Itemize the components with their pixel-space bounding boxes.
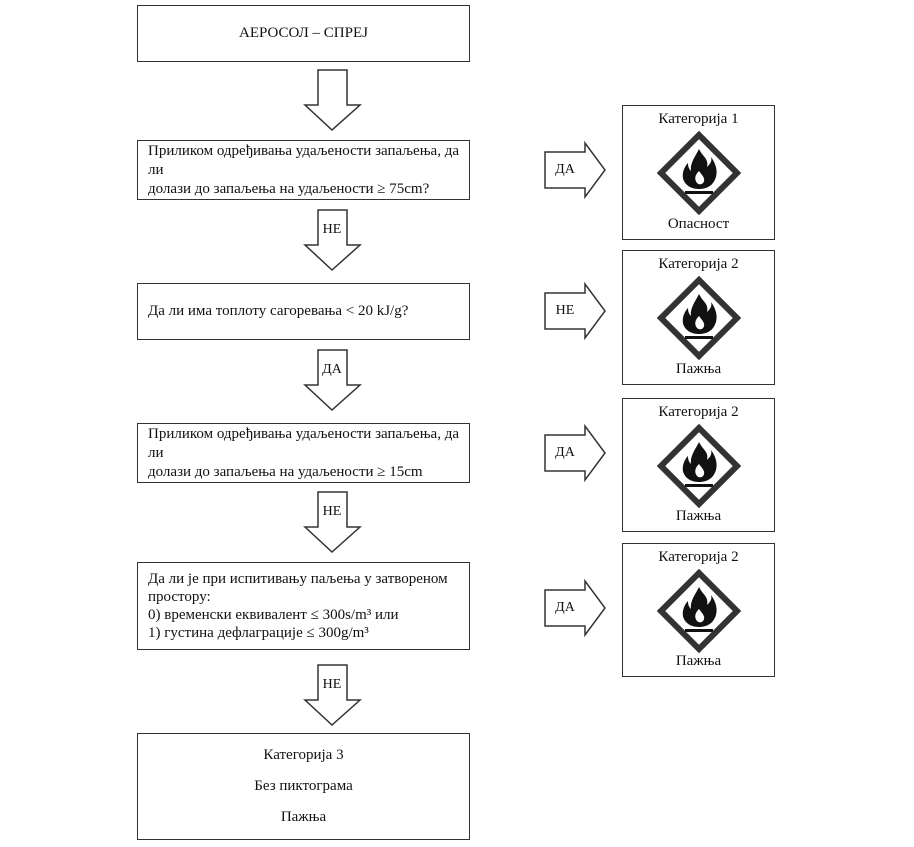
- question-text: долази до запаљења на удаљености ≥ 15cm: [148, 463, 423, 480]
- question-text: Приликом одређивања удаљености запаљења,…: [148, 425, 460, 461]
- down-arrow: [303, 664, 362, 727]
- category-label: Категорија 2: [658, 549, 739, 565]
- question-text: Да ли је при испитивању паљења у затворе…: [148, 571, 448, 587]
- start-box: АЕРОСОЛ – СПРЕЈ: [137, 5, 470, 62]
- signal-word: Пажња: [675, 653, 722, 669]
- result-box-2: Категорија 2 Пажња: [622, 250, 775, 385]
- signal-word: Пажња: [280, 809, 327, 825]
- category-label: Категорија 1: [658, 111, 739, 127]
- question-text: Да ли има топлоту сагоревања < 20 kJ/g?: [148, 303, 409, 319]
- down-arrow-label: НЕ: [322, 504, 342, 519]
- right-arrow: [544, 281, 606, 341]
- question-text: 0) временски еквивалент ≤ 300s/m³ или: [148, 607, 399, 623]
- flame-icon: [657, 569, 741, 653]
- final-result-box: Категорија 3 Без пиктограма Пажња: [137, 733, 470, 840]
- result-box-1: Категорија 1 Опасност: [622, 105, 775, 240]
- signal-word: Пажња: [675, 361, 722, 377]
- question-box-2: Да ли има топлоту сагоревања < 20 kJ/g?: [137, 283, 470, 340]
- down-arrow-label: НЕ: [322, 677, 342, 692]
- down-arrow: [303, 349, 362, 412]
- question-text: простору:: [148, 589, 211, 605]
- right-arrow: [544, 140, 606, 200]
- start-label: АЕРОСОЛ – СПРЕЈ: [239, 25, 368, 41]
- right-arrow-label: НЕ: [555, 303, 575, 318]
- down-arrow-label: НЕ: [322, 222, 342, 237]
- flame-icon: [657, 424, 741, 508]
- signal-word: Пажња: [675, 508, 722, 524]
- flame-icon: [657, 131, 741, 215]
- question-text: Приликом одређивања удаљености запаљења,…: [148, 142, 460, 178]
- right-arrow-label: ДА: [555, 445, 575, 460]
- signal-word: Опасност: [667, 216, 730, 232]
- right-arrow: [544, 423, 606, 483]
- down-arrow: [303, 209, 362, 272]
- category-label: Категорија 2: [658, 404, 739, 420]
- right-arrow: [544, 578, 606, 638]
- category-label: Категорија 3: [263, 747, 344, 763]
- result-box-3: Категорија 2 Пажња: [622, 398, 775, 532]
- question-text: 1) густина дефлаграције ≤ 300g/m³: [148, 625, 369, 641]
- question-box-3: Приликом одређивања удаљености запаљења,…: [137, 423, 470, 483]
- question-text: долази до запаљења на удаљености ≥ 75cm?: [148, 180, 430, 197]
- down-arrow-label: ДА: [322, 362, 342, 377]
- right-arrow-label: ДА: [555, 162, 575, 177]
- flame-icon: [657, 276, 741, 360]
- question-box-1: Приликом одређивања удаљености запаљења,…: [137, 140, 470, 200]
- down-arrow: [303, 69, 362, 132]
- category-label: Категорија 2: [658, 256, 739, 272]
- pictogram-note: Без пиктограма: [254, 778, 353, 794]
- down-arrow: [303, 491, 362, 554]
- question-box-4: Да ли је при испитивању паљења у затворе…: [137, 562, 470, 650]
- result-box-4: Категорија 2 Пажња: [622, 543, 775, 677]
- right-arrow-label: ДА: [555, 600, 575, 615]
